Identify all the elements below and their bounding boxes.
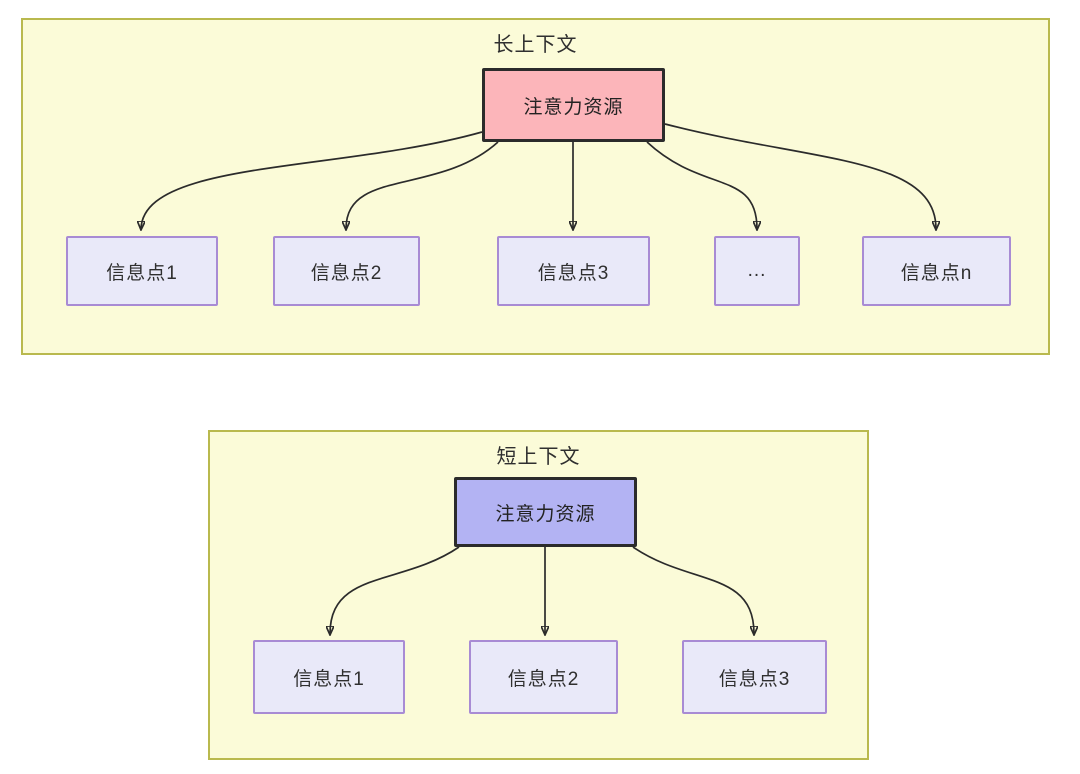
short-info-label-1: 信息点1 bbox=[293, 668, 365, 690]
short-attention-label: 注意力资源 bbox=[495, 503, 596, 525]
long-info-box-2: 信息点2 bbox=[273, 236, 420, 306]
short-info-label-3: 信息点3 bbox=[718, 668, 791, 690]
long-info-label-1: 信息点1 bbox=[106, 262, 178, 284]
long-info-box-1: 信息点1 bbox=[66, 236, 218, 306]
long-context-title: 长上下文 bbox=[493, 34, 578, 56]
long-info-label-3: 信息点3 bbox=[537, 262, 610, 284]
long-attention-label: 注意力资源 bbox=[523, 96, 624, 118]
short-context-title: 短上下文 bbox=[496, 446, 581, 468]
short-info-label-2: 信息点2 bbox=[507, 668, 580, 690]
long-info-box-ellipsis: ... bbox=[714, 236, 800, 306]
short-info-box-3: 信息点3 bbox=[682, 640, 827, 714]
short-info-box-1: 信息点1 bbox=[253, 640, 405, 714]
long-info-label-ellipsis: ... bbox=[747, 260, 767, 281]
long-attention-box: 注意力资源 bbox=[482, 68, 665, 142]
long-info-label-2: 信息点2 bbox=[310, 262, 383, 284]
long-info-box-3: 信息点3 bbox=[497, 236, 650, 306]
short-attention-box: 注意力资源 bbox=[454, 477, 637, 547]
long-info-label-n: 信息点n bbox=[900, 262, 973, 284]
short-info-box-2: 信息点2 bbox=[469, 640, 618, 714]
long-info-box-n: 信息点n bbox=[862, 236, 1011, 306]
